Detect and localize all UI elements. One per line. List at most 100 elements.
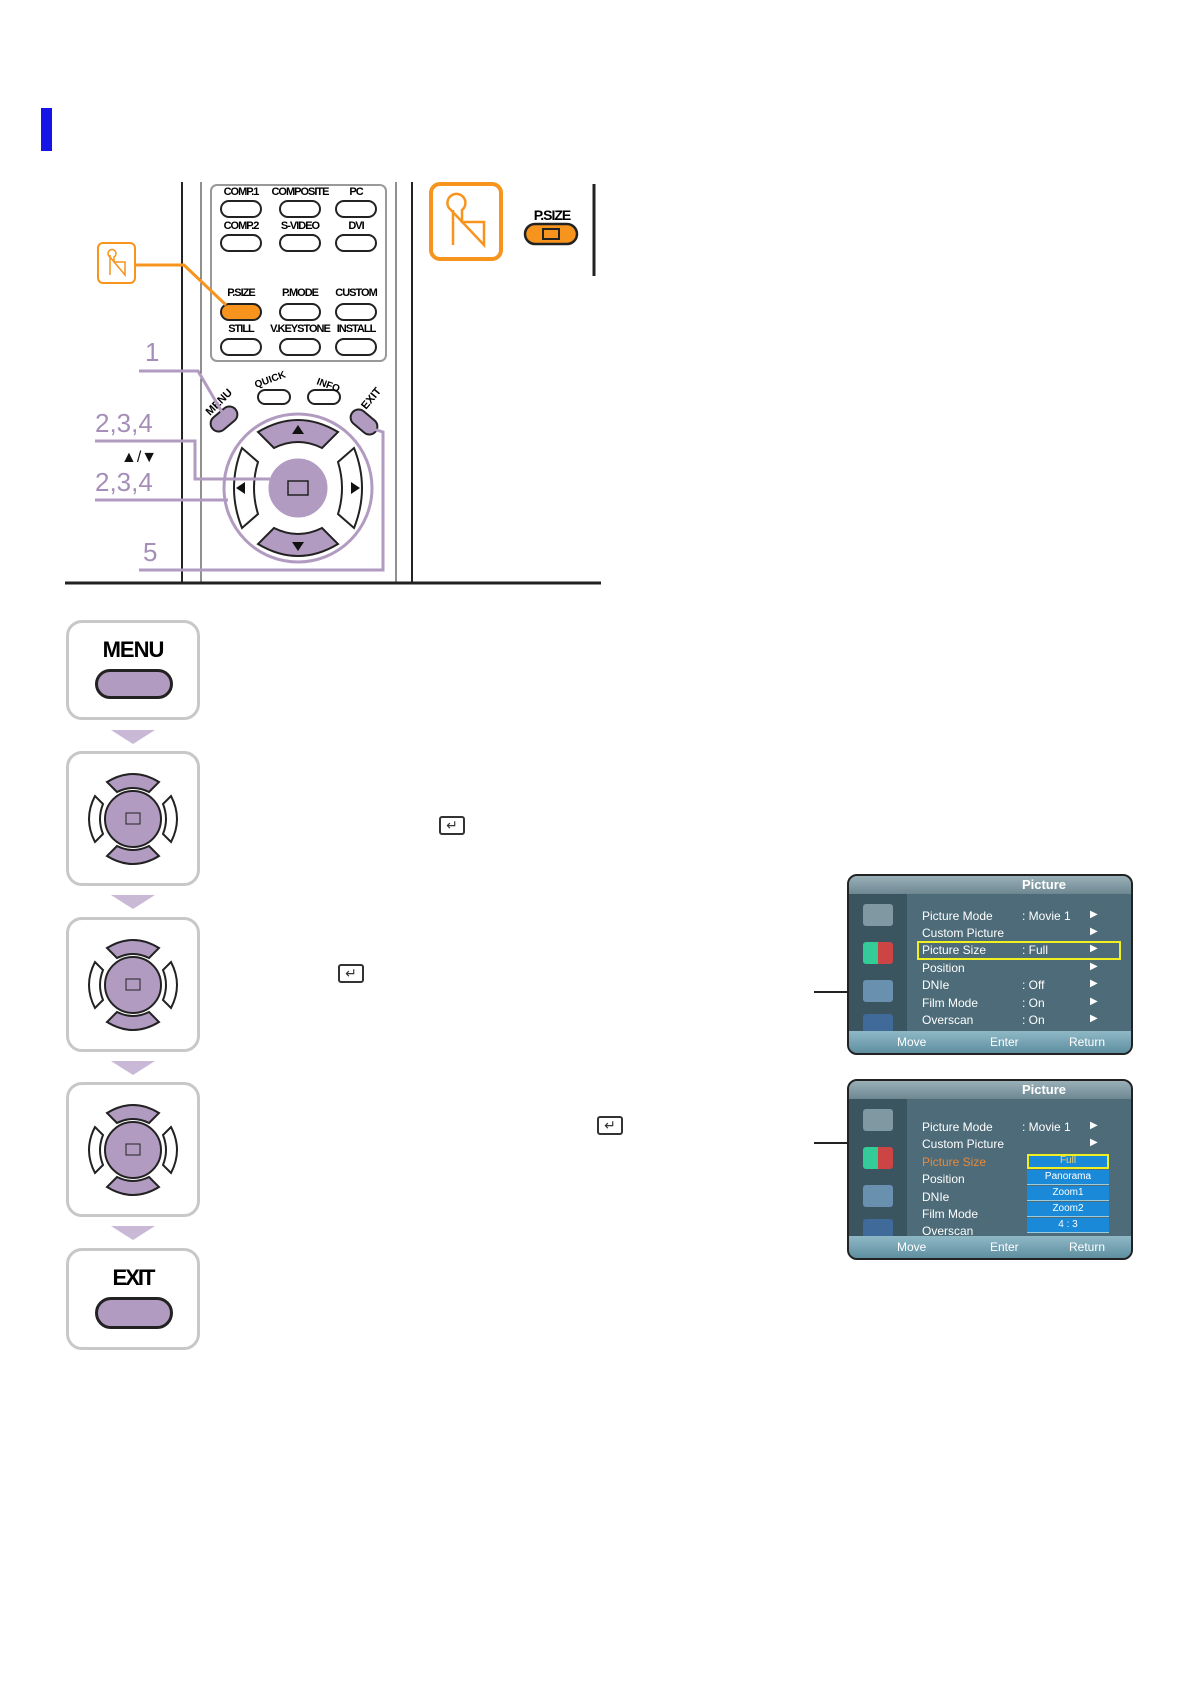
setup-icon bbox=[863, 1219, 893, 1241]
remote-button[interactable] bbox=[279, 200, 321, 218]
psize-icon bbox=[542, 228, 560, 240]
nav-pad-icon bbox=[88, 1104, 178, 1196]
size-option-zoom1[interactable]: Zoom1 bbox=[1027, 1186, 1109, 1201]
nav-pad-icon bbox=[88, 939, 178, 1031]
psize-label: P.SIZE bbox=[534, 207, 571, 223]
size-option-4-3[interactable]: 4 : 3 bbox=[1027, 1218, 1109, 1233]
menu-item-position[interactable]: Position▶ bbox=[922, 961, 1098, 975]
remote-button-label: COMPOSITE bbox=[271, 186, 329, 198]
nav-pad-icon bbox=[88, 773, 178, 865]
menu-item-overscan[interactable]: Overscan bbox=[922, 1224, 974, 1238]
osd-title: Picture bbox=[1021, 877, 1067, 892]
step-arrow-icon bbox=[111, 1226, 155, 1240]
highlight-leader bbox=[135, 263, 228, 307]
sound-icon bbox=[863, 1185, 893, 1207]
input-icon bbox=[863, 904, 893, 926]
callout-up-down: ▲/▼ bbox=[121, 449, 157, 466]
exit-button-label: EXIT bbox=[359, 385, 384, 412]
menu-item-dnie[interactable]: DNIe bbox=[922, 1190, 950, 1204]
menu-item-position[interactable]: Position bbox=[922, 1172, 965, 1186]
remote-button[interactable] bbox=[335, 200, 377, 218]
callout-2-3-4b: 2,3,4 bbox=[95, 467, 153, 497]
menu-button-icon bbox=[95, 669, 173, 699]
menu-item-picture-mode[interactable]: Picture Mode: Movie 1▶ bbox=[922, 1120, 1098, 1134]
remote-button[interactable] bbox=[279, 338, 321, 356]
remote-button[interactable] bbox=[279, 303, 321, 321]
remote-button-label: DVI bbox=[348, 220, 364, 232]
menu-item-picture-size[interactable]: Picture Size bbox=[922, 1155, 987, 1169]
osd-category-strip bbox=[849, 1099, 907, 1241]
picture-icon bbox=[863, 942, 893, 964]
step-arrow-icon bbox=[111, 1061, 155, 1075]
size-option-panorama[interactable]: Panorama bbox=[1027, 1170, 1109, 1185]
menu-item-film-mode[interactable]: Film Mode bbox=[922, 1207, 979, 1221]
menu-item-film-mode[interactable]: Film Mode: On▶ bbox=[922, 996, 1098, 1010]
exit-button-icon bbox=[95, 1297, 173, 1329]
hand-icon bbox=[446, 192, 486, 249]
menu-item-overscan[interactable]: Overscan: On▶ bbox=[922, 1013, 1098, 1027]
step-nav-pad bbox=[66, 1082, 200, 1217]
menu-item-custom-picture[interactable]: Custom Picture▶ bbox=[922, 926, 1098, 940]
input-icon bbox=[863, 1109, 893, 1131]
enter-icon: ↵ bbox=[597, 1116, 623, 1135]
right-button[interactable] bbox=[336, 446, 363, 530]
menu-item-custom-picture[interactable]: Custom Picture▶ bbox=[922, 1137, 1098, 1151]
remote-button-label: CUSTOM bbox=[335, 287, 377, 299]
remote-button-label: P.SIZE bbox=[227, 287, 255, 299]
remote-button-label: STILL bbox=[228, 323, 255, 335]
remote-button[interactable] bbox=[335, 234, 377, 252]
right-arrow-icon bbox=[351, 482, 360, 494]
size-option-zoom2[interactable]: Zoom2 bbox=[1027, 1202, 1109, 1217]
remote-button[interactable] bbox=[335, 303, 377, 321]
exit-button[interactable] bbox=[347, 406, 380, 438]
up-arrow-icon bbox=[292, 425, 304, 434]
menu-button[interactable] bbox=[207, 403, 240, 435]
remote-button-label: PC bbox=[349, 186, 363, 198]
sound-icon bbox=[863, 980, 893, 1002]
menu-item-dnie[interactable]: DNIe: Off▶ bbox=[922, 978, 1098, 992]
osd-picture-menu: Picture Picture Mode: Movie 1▶ Custom Pi… bbox=[847, 874, 1133, 1055]
exit-label: EXIT bbox=[112, 1265, 156, 1290]
enter-icon: ↵ bbox=[338, 964, 364, 983]
info-button[interactable] bbox=[307, 389, 341, 405]
step-arrow-icon bbox=[111, 730, 155, 744]
menu-item-picture-size[interactable]: Picture Size: Full▶ bbox=[922, 943, 1098, 957]
down-arrow-icon bbox=[292, 542, 304, 551]
remote-button-label: COMP.1 bbox=[224, 186, 260, 198]
remote-button-label: INSTALL bbox=[337, 323, 377, 335]
left-button[interactable] bbox=[233, 446, 260, 530]
remote-button[interactable] bbox=[220, 303, 262, 321]
menu-label: MENU bbox=[102, 637, 165, 662]
remote-button[interactable] bbox=[220, 338, 262, 356]
selection-highlight bbox=[1027, 1154, 1109, 1169]
remote-button[interactable] bbox=[220, 234, 262, 252]
pointer-line bbox=[814, 991, 847, 993]
remote-button[interactable] bbox=[335, 338, 377, 356]
selection-highlight bbox=[917, 941, 1121, 960]
quick-button[interactable] bbox=[257, 389, 291, 405]
leader-line bbox=[139, 426, 385, 572]
remote-button[interactable] bbox=[279, 234, 321, 252]
leader-line bbox=[139, 369, 224, 413]
enter-icon bbox=[287, 480, 309, 496]
step-arrows bbox=[111, 730, 155, 1240]
osd-picture-size-menu: Picture Picture Mode: Movie 1▶ Custom Pi… bbox=[847, 1079, 1133, 1260]
step-exit-button: EXIT bbox=[66, 1248, 200, 1350]
enter-icon: ↵ bbox=[439, 816, 465, 835]
menu-item-picture-mode[interactable]: Picture Mode: Movie 1▶ bbox=[922, 909, 1098, 923]
callout-1: 1 bbox=[145, 337, 159, 367]
remote-button-label: V.KEYSTONE bbox=[270, 323, 330, 335]
psize-button[interactable] bbox=[523, 222, 579, 246]
leader-line bbox=[95, 439, 270, 481]
step-nav-pad bbox=[66, 751, 200, 886]
remote-button-label: COMP.2 bbox=[224, 220, 260, 232]
step-menu-button: MENU bbox=[66, 620, 200, 720]
enter-button[interactable] bbox=[265, 455, 331, 521]
remote-button[interactable] bbox=[220, 200, 262, 218]
step-arrow-icon bbox=[111, 895, 155, 909]
osd-category-strip bbox=[849, 894, 907, 1036]
